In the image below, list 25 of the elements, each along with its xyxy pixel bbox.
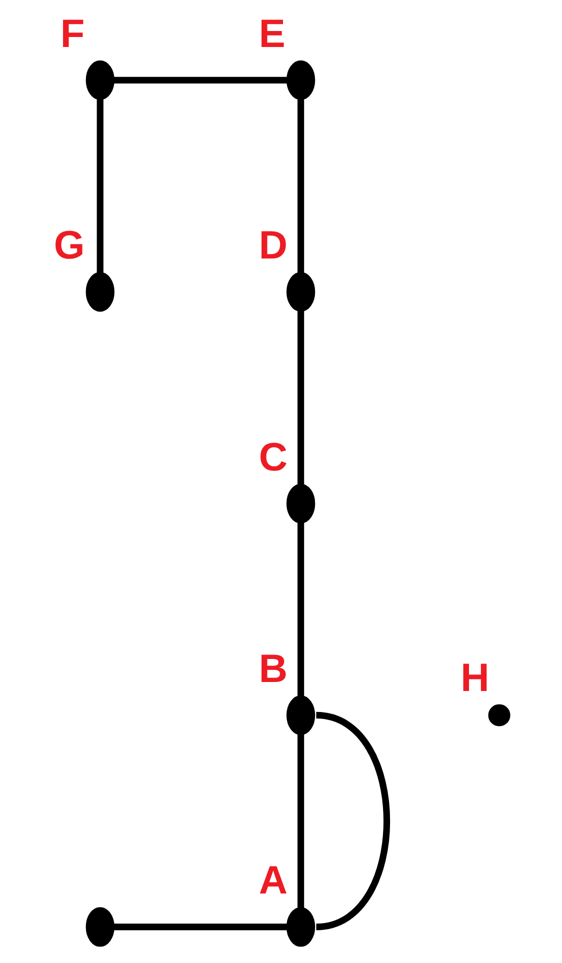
connector: [296, 311, 304, 485]
node-circle: [85, 272, 114, 312]
node-label: C: [258, 435, 288, 480]
node-label: B: [258, 646, 288, 691]
connector: [315, 712, 390, 930]
node-circle: [85, 60, 114, 100]
node-label: E: [258, 12, 285, 56]
node-circle: [286, 907, 315, 947]
node-circle: [488, 704, 510, 726]
node-circle: [286, 272, 315, 312]
node-label: D: [258, 224, 288, 268]
node-circle: [286, 484, 315, 524]
connector: [96, 99, 103, 274]
node-label: A: [258, 858, 288, 903]
connector: [296, 734, 304, 908]
node-label: H: [460, 656, 489, 700]
node-label: F: [60, 12, 84, 56]
node-circle: [85, 907, 114, 947]
connector: [296, 522, 304, 696]
connector: [296, 99, 304, 274]
node-label: G: [53, 224, 84, 268]
node-circle: [286, 60, 315, 100]
node-circle: [286, 695, 315, 736]
connector: [112, 76, 286, 84]
connector: [112, 924, 286, 930]
